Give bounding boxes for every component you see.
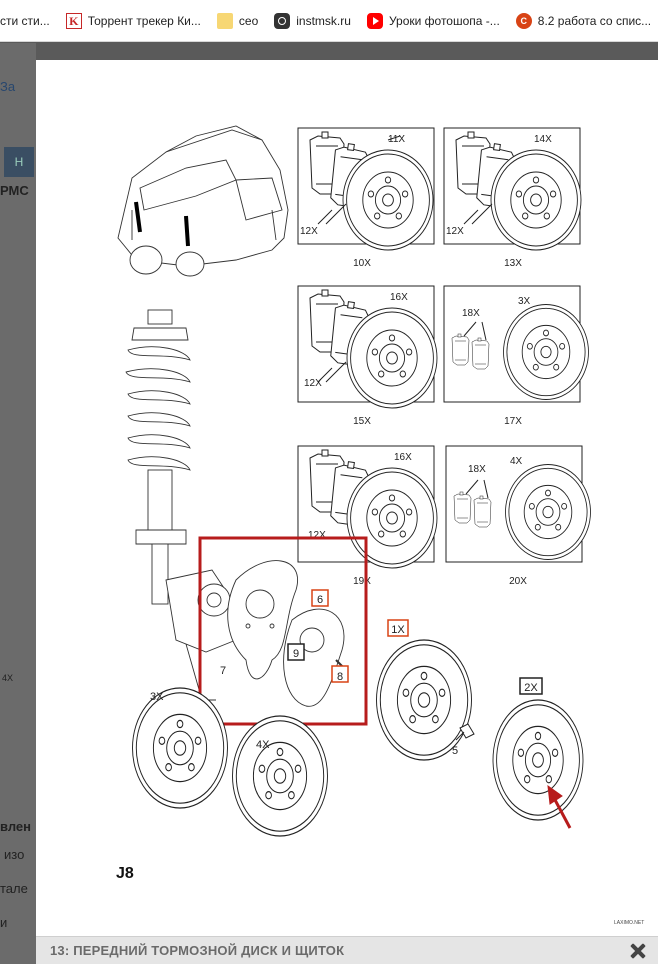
panel-label-15x: 15X (353, 416, 371, 427)
bookmark-label: 8.2 работа со спис... (537, 13, 652, 28)
background-heading: РМС (0, 183, 29, 198)
splash-shield-7 (227, 560, 298, 680)
bookmark-label: ceo (238, 13, 259, 28)
disc-3x (131, 687, 229, 809)
background-page: За Н РМС 4X влен изо тале и (0, 43, 36, 964)
disc-1x (375, 639, 473, 761)
count-label: 12X (300, 226, 318, 237)
panel-label-10x: 10X (353, 258, 371, 269)
image-lightbox: 10X 11X 12X 13X 14X 12X 15X 16X 12X (36, 60, 658, 964)
background-text: тале (0, 881, 28, 896)
callout-6[interactable]: 6 (317, 594, 323, 606)
kit-panel-20x (445, 445, 591, 563)
background-text: и (0, 915, 8, 930)
splash-shield-6 (283, 608, 345, 707)
bookmark-6[interactable]: C 8.2 работа со спис... (508, 7, 658, 35)
count-label: 12X (308, 530, 326, 541)
bookmarks-bar: сти сти... K Торрент трекер Ки... ceo ins… (0, 0, 658, 42)
bookmark-label: Уроки фотошопа -... (388, 13, 500, 28)
background-tab[interactable]: Н (4, 147, 34, 177)
youtube-icon (366, 12, 383, 29)
kit-panel-10x (297, 127, 435, 251)
panel-label-17x: 17X (504, 416, 522, 427)
close-icon[interactable] (626, 940, 648, 962)
background-link[interactable]: За (0, 79, 16, 94)
bookmark-label: сти сти... (0, 13, 50, 28)
bookmark-label: instmsk.ru (296, 13, 351, 28)
bookmark-4[interactable]: instmsk.ru (266, 7, 359, 35)
instagram-icon (274, 12, 291, 29)
panel-label-20x: 20X (509, 576, 527, 587)
bookmark-label: Торрент трекер Ки... (87, 13, 201, 28)
figure-id: J8 (116, 865, 134, 882)
count-label: 12X (304, 378, 322, 389)
disc-4x (231, 715, 329, 837)
background-label: 4X (2, 673, 14, 683)
panel-label-19x: 19X (353, 576, 371, 587)
parts-diagram: 10X 11X 12X 13X 14X 12X 15X 16X 12X (116, 125, 644, 926)
count-label: 18X (468, 464, 486, 475)
count-label: 12X (446, 226, 464, 237)
part-label-3x: 3X (150, 691, 164, 703)
kit-panel-17x (443, 285, 589, 403)
part-label-4x: 4X (256, 739, 270, 751)
count-label: 18X (462, 308, 480, 319)
panel-label-13x: 13X (504, 258, 522, 269)
disc-2x (492, 699, 584, 821)
count-label: 11X (388, 134, 405, 145)
car-sketch (117, 125, 289, 277)
callout-1x[interactable]: 1X (391, 624, 405, 636)
count-label: 4X (510, 456, 523, 467)
kit-panel-13x (443, 127, 582, 251)
strut-sketch (125, 309, 237, 701)
watermark: LAXIMO.NET (614, 920, 644, 926)
hex-logo-icon: C (515, 12, 532, 29)
count-label: 16X (390, 292, 408, 303)
count-label: 3X (518, 296, 531, 307)
part-label-7: 7 (220, 665, 226, 677)
kit-panel-15x (297, 285, 438, 409)
folder-icon (216, 12, 233, 29)
background-text: изо (4, 847, 25, 862)
bookmark-5[interactable]: Уроки фотошопа -... (359, 7, 508, 35)
red-arrow-icon (552, 797, 572, 829)
count-label: 14X (534, 134, 552, 145)
image-caption: 13: ПЕРЕДНИЙ ТОРМОЗНОЙ ДИСК И ЩИТОК (50, 943, 345, 958)
bookmark-3[interactable]: ceo (209, 7, 266, 35)
bookmark-2[interactable]: K Торрент трекер Ки... (58, 7, 209, 35)
k-logo-icon: K (65, 12, 82, 29)
caption-bar: 13: ПЕРЕДНИЙ ТОРМОЗНОЙ ДИСК И ЩИТОК (36, 936, 658, 964)
callout-8[interactable]: 8 (337, 671, 343, 683)
bookmark-1[interactable]: сти сти... (0, 7, 58, 35)
callout-9[interactable]: 9 (293, 648, 299, 660)
part-label-5: 5 (452, 745, 458, 757)
count-label: 16X (394, 452, 412, 463)
callout-2x[interactable]: 2X (524, 682, 538, 694)
background-text: влен (0, 819, 31, 834)
